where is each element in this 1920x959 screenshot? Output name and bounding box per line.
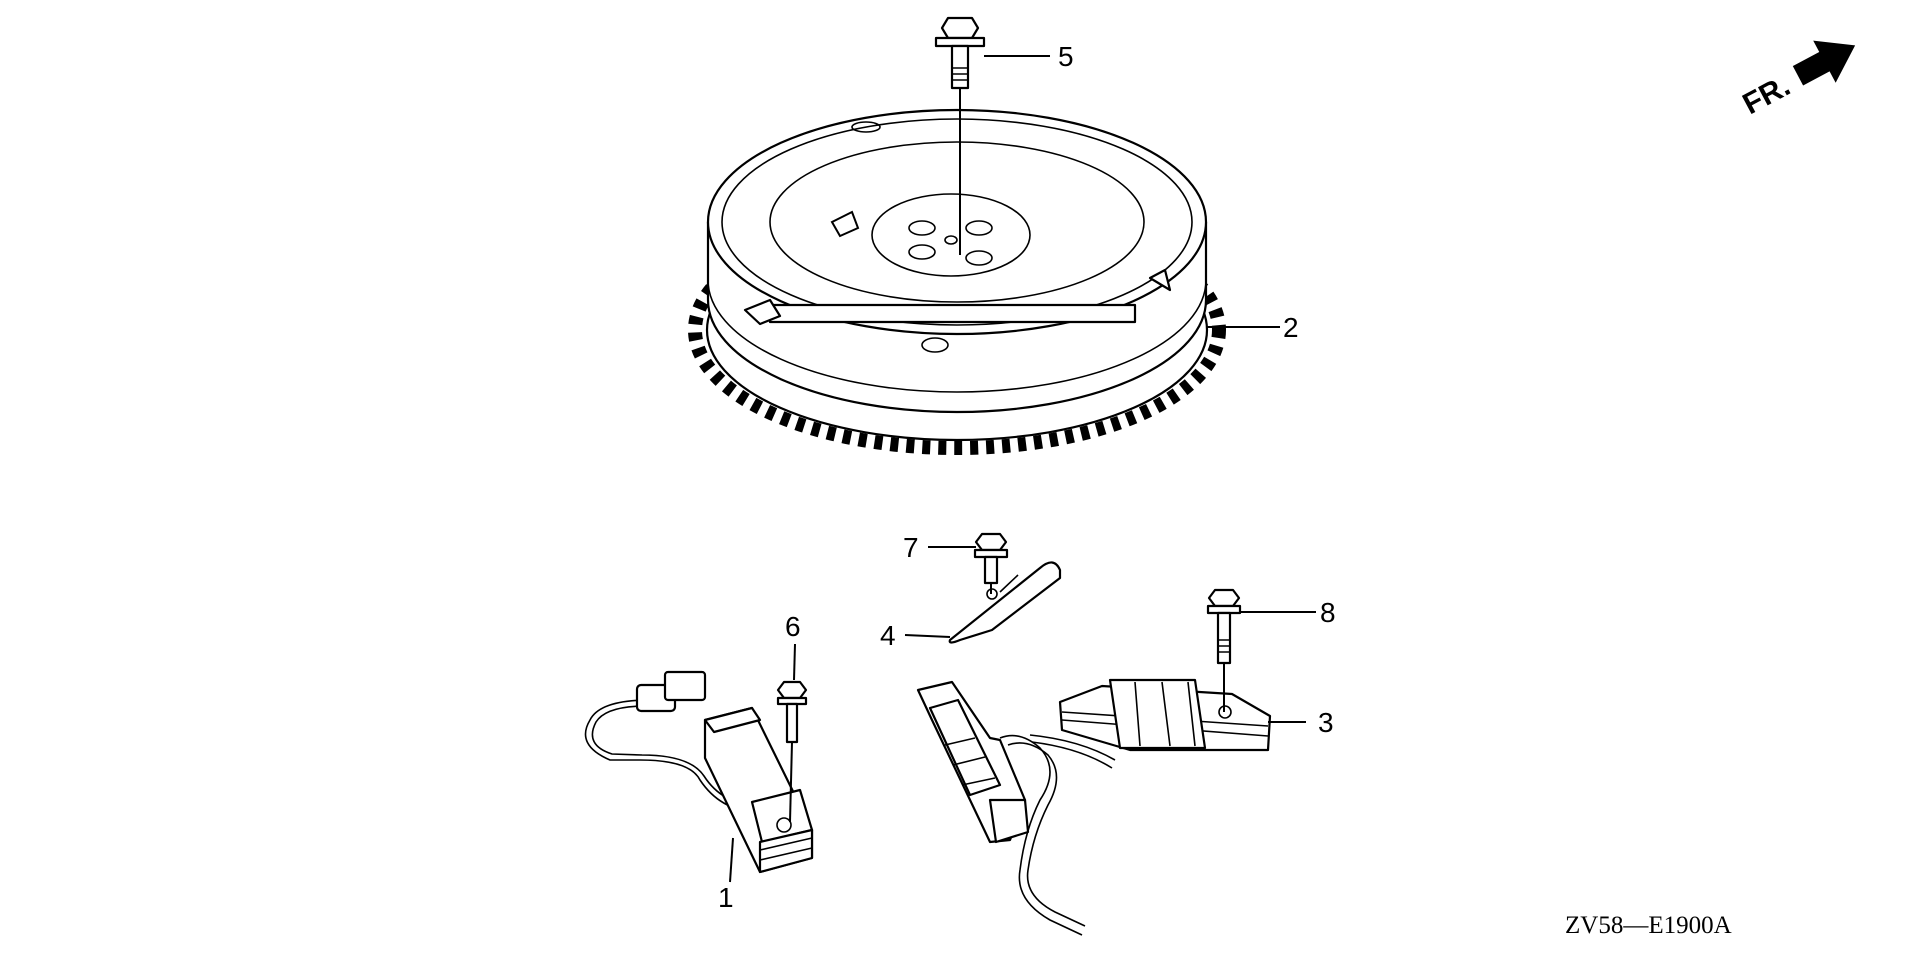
flywheel bbox=[688, 108, 1226, 455]
charge-coil bbox=[916, 678, 1272, 936]
pulser-coil-bolt bbox=[776, 680, 808, 823]
flywheel-bolt bbox=[934, 16, 986, 255]
leader-1 bbox=[729, 837, 734, 883]
diagram-code: ZV58—E1900A bbox=[1565, 912, 1732, 939]
pulser-coil bbox=[584, 670, 814, 874]
callout-5: 5 bbox=[1058, 41, 1074, 72]
callout-8: 8 bbox=[1320, 597, 1336, 628]
callout-4: 4 bbox=[880, 620, 896, 651]
fr-label: FR. bbox=[1738, 69, 1796, 121]
wire-clamp bbox=[948, 561, 1062, 644]
callout-3: 3 bbox=[1318, 707, 1334, 738]
leader-6 bbox=[793, 643, 796, 681]
fr-arrow-icon bbox=[1792, 40, 1856, 86]
flywheel-hub bbox=[871, 193, 1031, 277]
charge-coil-bolt bbox=[1206, 588, 1242, 712]
callout-7: 7 bbox=[903, 532, 919, 563]
callout-6: 6 bbox=[785, 611, 801, 642]
leader-4 bbox=[904, 634, 951, 638]
timing-mark-icon bbox=[830, 210, 860, 238]
callout-2: 2 bbox=[1283, 312, 1299, 343]
flywheel-top-face bbox=[706, 108, 1208, 336]
front-direction-indicator: FR. bbox=[1738, 40, 1856, 121]
clamp-bolt bbox=[973, 532, 1009, 594]
callout-1: 1 bbox=[718, 882, 734, 913]
